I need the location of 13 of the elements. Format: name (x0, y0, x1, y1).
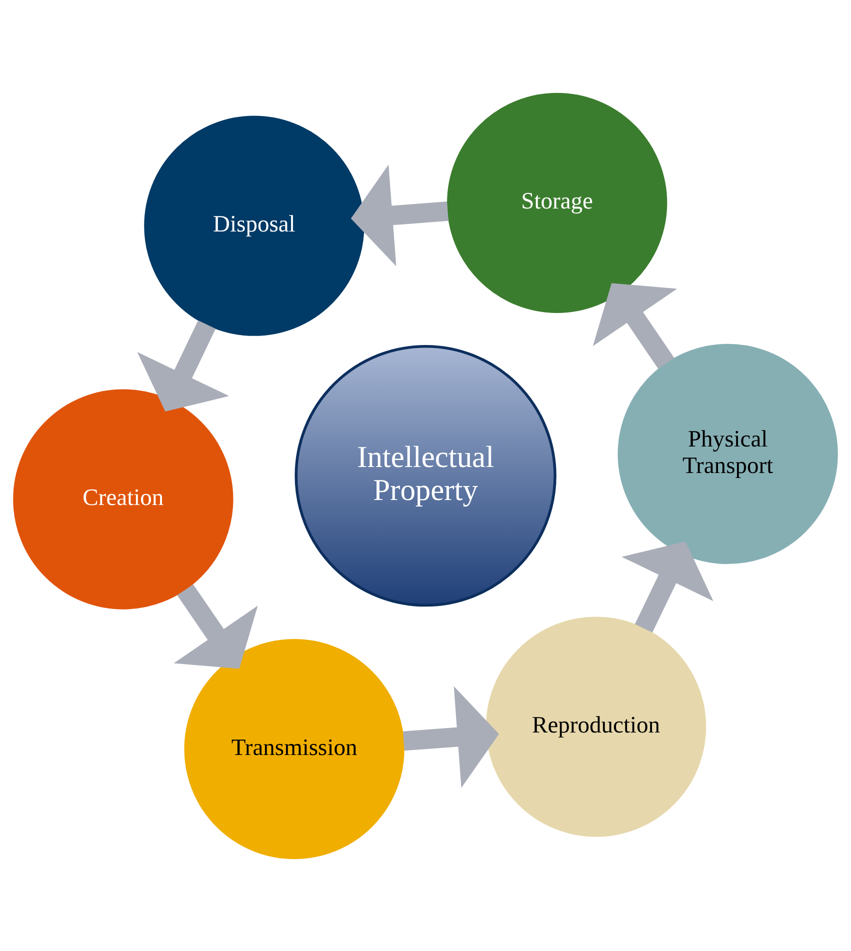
node-circle: Transmission (184, 638, 404, 859)
arrow (350, 164, 448, 266)
node-circle: Physical Transport (618, 343, 838, 564)
arrow (174, 584, 258, 668)
node-circle: Storage (447, 92, 668, 312)
arrow (622, 541, 714, 632)
node-circle: Creation (13, 388, 234, 609)
node-circle: Disposal (144, 115, 364, 336)
arrow (402, 686, 500, 788)
node-circle: Reproduction (486, 616, 706, 836)
arrow (137, 320, 230, 412)
arrow (592, 282, 678, 368)
node-circle: Intellectual Property (294, 344, 556, 606)
